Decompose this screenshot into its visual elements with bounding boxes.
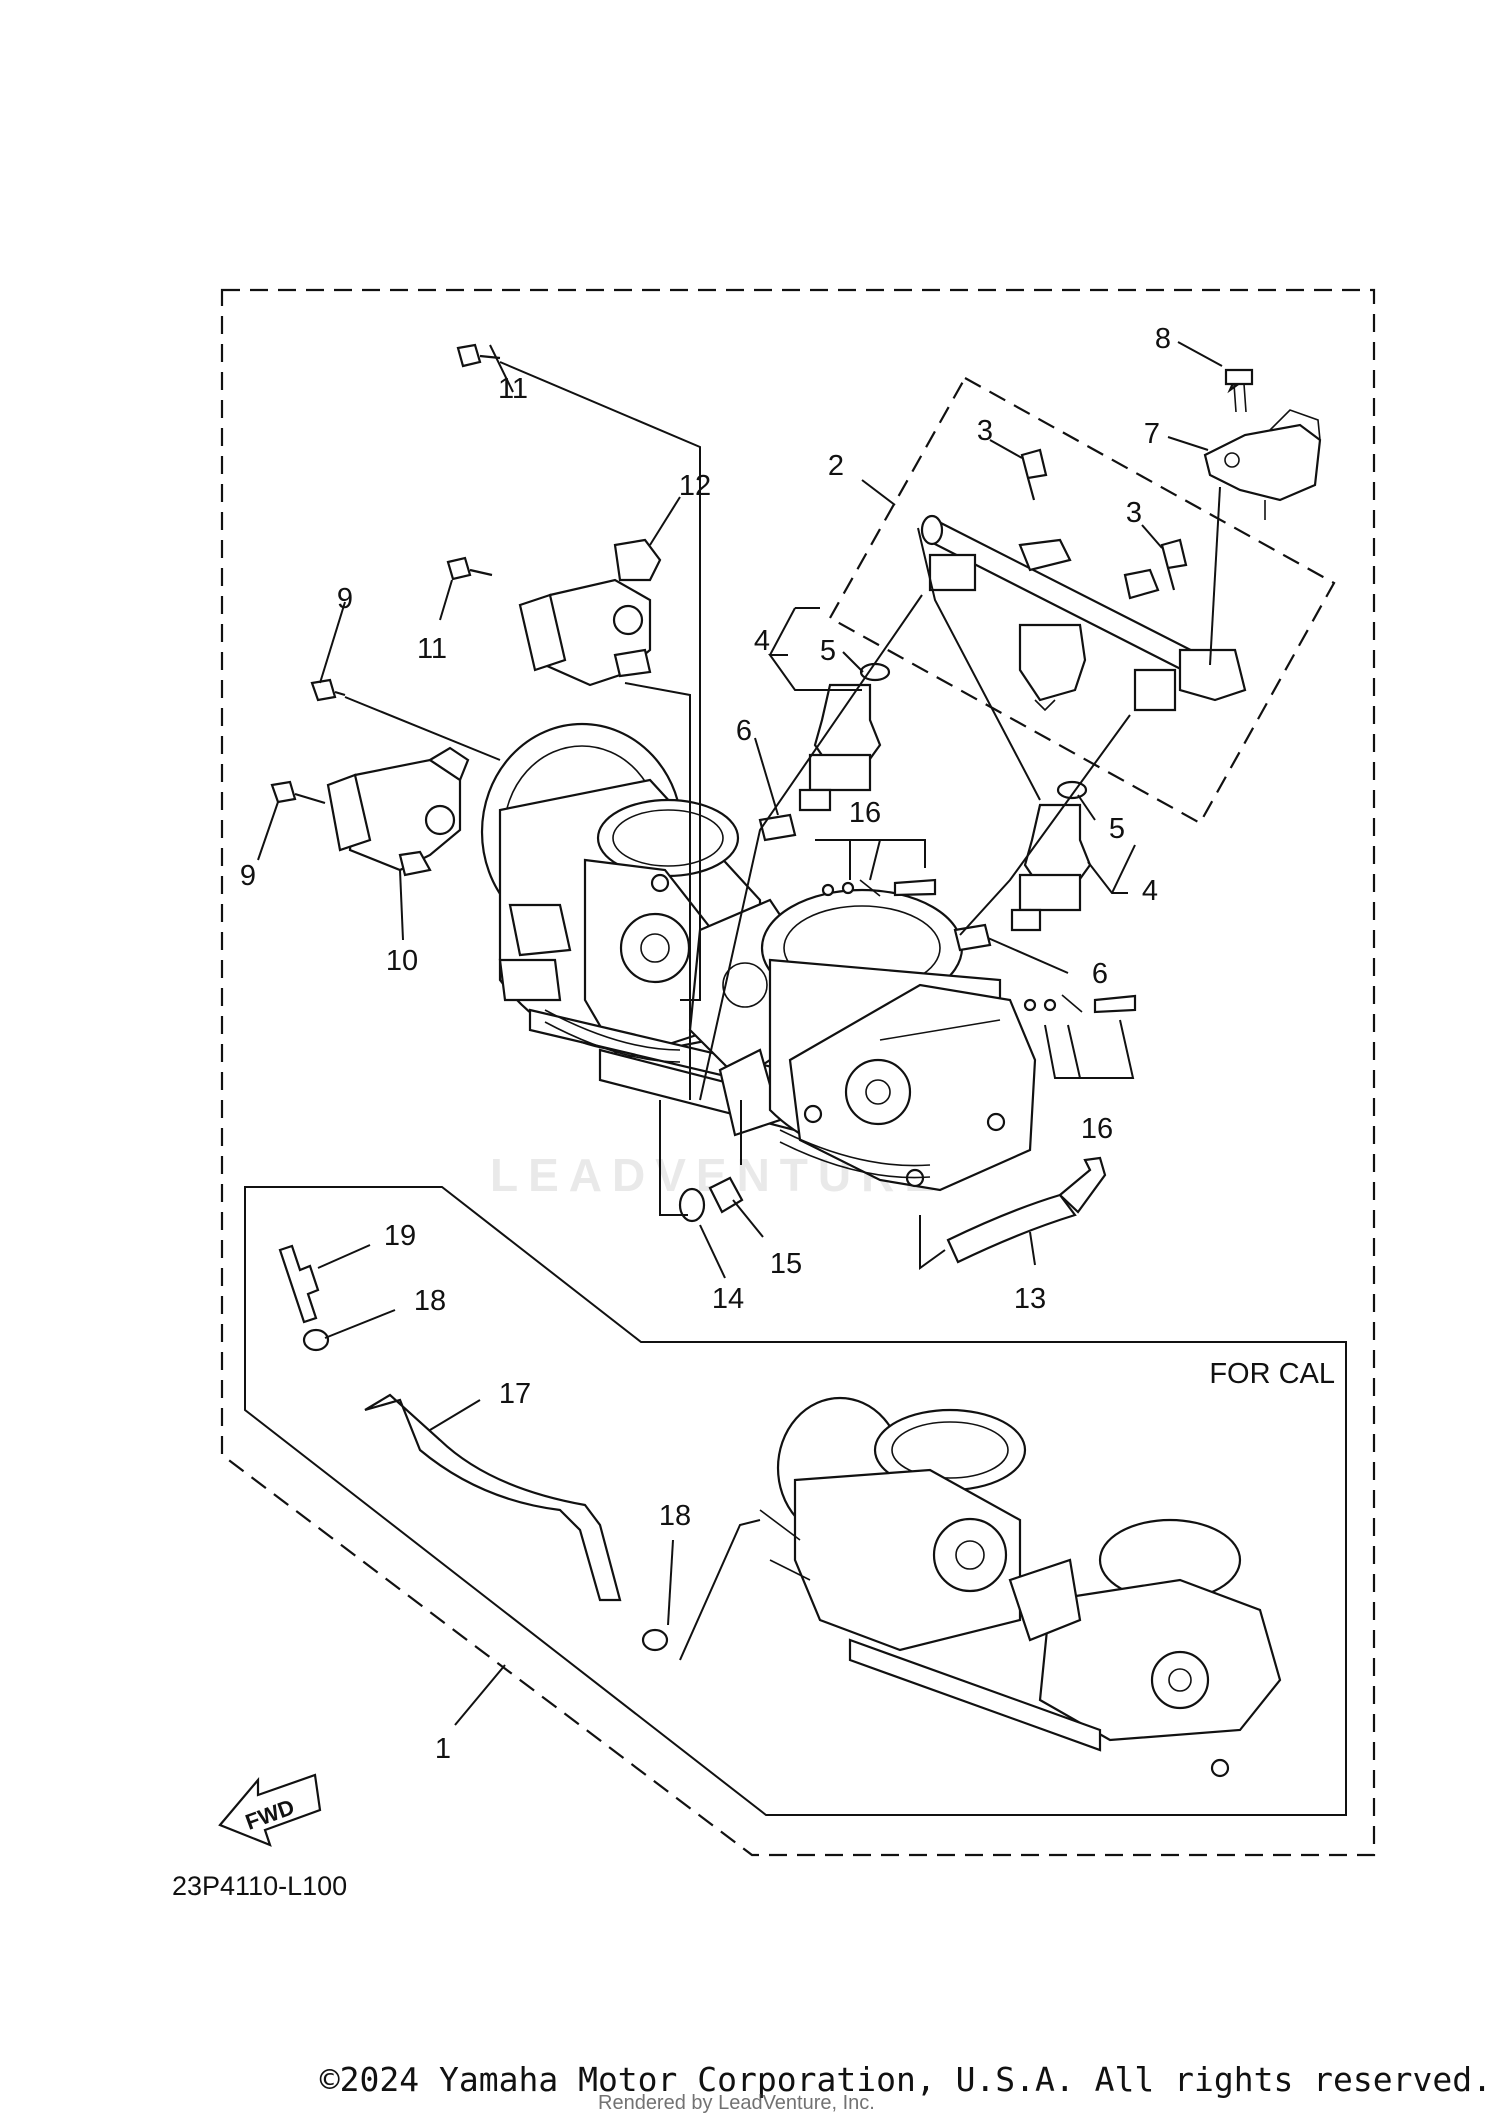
callout-14: 14 xyxy=(712,1283,744,1315)
callout-17: 17 xyxy=(499,1378,531,1410)
screw-11b xyxy=(446,556,493,581)
callout-5a: 5 xyxy=(820,635,836,667)
clip-14 xyxy=(678,1187,706,1223)
screw-set-16a xyxy=(821,878,937,897)
for-cal-inset-box xyxy=(244,1186,1347,1816)
clip-18a xyxy=(302,1328,330,1352)
callout-12: 12 xyxy=(679,470,711,502)
callout-5b: 5 xyxy=(1109,813,1125,845)
for-cal-throttle-body xyxy=(759,1396,1282,1778)
injector-right xyxy=(953,780,1092,952)
callout-11b: 11 xyxy=(417,633,447,665)
fuel-rail xyxy=(920,514,1247,712)
hose-17 xyxy=(364,1393,622,1602)
drawing-code: 23P4110-L100 xyxy=(172,1871,347,1901)
fwd-arrow-icon xyxy=(218,1773,322,1847)
throttle-position-sensor-10 xyxy=(326,746,470,877)
callout-18a: 18 xyxy=(414,1285,446,1317)
callout-6b: 6 xyxy=(1092,958,1108,990)
callout-7: 7 xyxy=(1144,418,1160,450)
screw-11a xyxy=(456,343,501,368)
assembly-boundary xyxy=(220,288,1376,1857)
clip-18b xyxy=(641,1628,669,1652)
screw-set-16b xyxy=(1023,994,1137,1014)
callout-8: 8 xyxy=(1155,323,1171,355)
callout-16a: 16 xyxy=(849,797,881,829)
hose-13-end xyxy=(1058,1156,1107,1214)
callout-6a: 6 xyxy=(736,715,752,747)
callout-3a: 3 xyxy=(977,415,993,447)
callout-16b: 16 xyxy=(1081,1113,1113,1145)
stud-19 xyxy=(278,1244,320,1324)
callout-19: 19 xyxy=(384,1220,416,1252)
callout-18b: 18 xyxy=(659,1500,691,1532)
callout-13: 13 xyxy=(1014,1283,1046,1315)
screw-3a xyxy=(1020,448,1048,501)
sensor-12 xyxy=(518,538,662,687)
for-cal-label: FOR CAL xyxy=(1209,1358,1335,1390)
throttle-body-illustration xyxy=(480,722,1037,1192)
callout-11a: 11 xyxy=(498,373,528,405)
callout-3b: 3 xyxy=(1126,497,1142,529)
pressure-sensor xyxy=(1203,368,1322,520)
callout-1: 1 xyxy=(435,1733,451,1765)
screw-9b xyxy=(270,780,326,805)
leader-lines xyxy=(257,341,1223,1726)
callout-4b: 4 xyxy=(1142,875,1158,907)
callout-9b: 9 xyxy=(240,860,256,892)
screw-9a xyxy=(310,678,346,702)
cap-15 xyxy=(708,1176,744,1214)
callout-10: 10 xyxy=(386,945,418,977)
fuel-rail-boundary xyxy=(828,376,1336,825)
screw-3b xyxy=(1160,538,1188,591)
callout-2: 2 xyxy=(828,450,844,482)
rendered-by-notice: Rendered by LeadVenture, Inc. xyxy=(598,2092,875,2114)
copyright-notice: ©2024 Yamaha Motor Corporation, U.S.A. A… xyxy=(319,2060,1492,2099)
callout-4a: 4 xyxy=(754,625,770,657)
injector-left xyxy=(758,662,891,842)
hose-13 xyxy=(946,1193,1077,1264)
callout-15: 15 xyxy=(770,1248,802,1280)
callout-9a: 9 xyxy=(337,583,353,615)
